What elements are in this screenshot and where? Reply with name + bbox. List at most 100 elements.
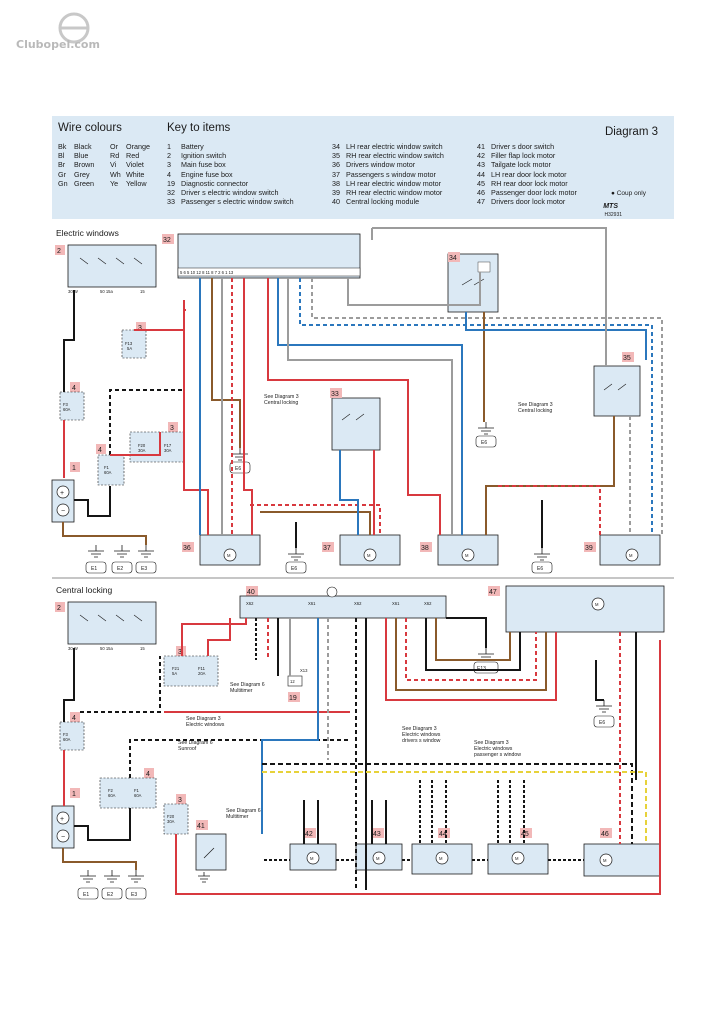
svg-text:19: 19 [289,695,297,702]
key-item-number: 39 [332,188,340,198]
wire-colour-name: White [126,169,145,179]
wires-lower [62,617,661,895]
svg-text:4: 4 [72,715,76,722]
svg-text:40: 40 [247,589,255,596]
key-item-label: LH rear electric window switch [346,142,443,151]
svg-text:60A: 60A [108,793,116,798]
svg-text:E3: E3 [131,892,137,898]
key-item-number: 4 [167,169,171,179]
svg-text:X61: X61 [392,601,400,606]
svg-text:F1: F1 [104,465,110,470]
svg-text:2: 2 [57,605,61,612]
svg-text:43: 43 [373,831,381,838]
rh-rear-window-motor-39: 39 M [584,534,661,566]
svg-text:60A: 60A [104,470,112,475]
svg-text:1: 1 [72,791,76,798]
drivers-door-lock-motor-47: 47 M [488,585,665,633]
svg-text:X62: X62 [354,601,362,606]
key-item-label: Central locking module [346,197,420,207]
svg-text:4: 4 [72,385,76,392]
watermark-icon [58,12,90,44]
wire-colour-name: Grey [74,169,90,179]
svg-text:50 15a: 50 15a [100,646,113,651]
key-item-number: 45 [477,178,485,188]
svg-text:5 6 5 10 12 8 11 8 7 2 6: 5 6 5 10 12 8 11 8 7 2 6 1 13 [180,270,234,275]
wire-colour-code: Vi [110,160,117,170]
key-item-number: 36 [332,160,340,170]
svg-text:M: M [603,858,607,863]
key-item-number: 19 [167,178,175,188]
svg-text:60A: 60A [63,737,71,742]
wire-colour-name: Orange [126,142,150,151]
key-item-label: Ignition switch [181,151,227,161]
diagnostic-connector-19: 12 X13 19 [287,668,308,702]
svg-text:50 15a: 50 15a [100,289,113,294]
svg-text:M: M [310,856,314,861]
watermark-logo [14,8,124,54]
key-item-label: RH rear door lock motor [491,178,568,188]
svg-text:M: M [595,602,599,607]
svg-text:−: − [61,508,65,515]
wire-colour-code: Rd [110,151,120,161]
coup-note: ● Coup only [610,190,646,197]
key-item-label: Driver s door switch [491,142,555,151]
key-item-label: Passenger door lock motor [491,188,577,198]
svg-text:41: 41 [197,823,205,830]
svg-text:+: + [60,816,64,823]
key-item-label: Tailgate lock motor [491,160,551,170]
svg-text:M: M [629,553,633,558]
lh-rear-window-motor-38: 38 M [420,534,499,566]
key-item-label: Passenger s electric window switch [181,197,294,207]
watermark-text: Clubopel.com [16,38,100,51]
key-item-number: 42 [477,151,485,161]
svg-text:F1: F1 [134,788,140,793]
svg-text:F17: F17 [164,443,172,448]
svg-text:30 W: 30 W [68,646,78,651]
wire-colour-code: Gn [58,178,68,188]
svg-text:30A: 30A [138,448,146,453]
svg-text:30A: 30A [164,448,172,453]
wire-colour-name: Brown [74,160,95,170]
key-item-label: LH rear electric window motor [346,178,442,188]
svg-text:M: M [227,553,231,558]
driver-window-switch-32: 32 5 6 5 10 12 8 11 8 7 2 6 1 13 [162,233,361,279]
svg-text:3: 3 [178,797,182,804]
driver-window-motor-36: 36 M [182,534,261,566]
wire-colour-name: Yellow [126,178,147,188]
svg-text:M: M [515,856,519,861]
earths-upper: E1 E2 E3 [85,545,157,574]
lock-motors-42-46: 42 M 43 M 44 M 45 M 46 M [289,828,661,877]
key-item-label: Battery [181,142,204,151]
svg-text:44: 44 [439,831,447,838]
svg-text:4: 4 [98,447,102,454]
wire-colour-code: Bl [58,151,65,161]
svg-text:X62: X62 [246,601,254,606]
svg-text:3: 3 [170,425,174,432]
